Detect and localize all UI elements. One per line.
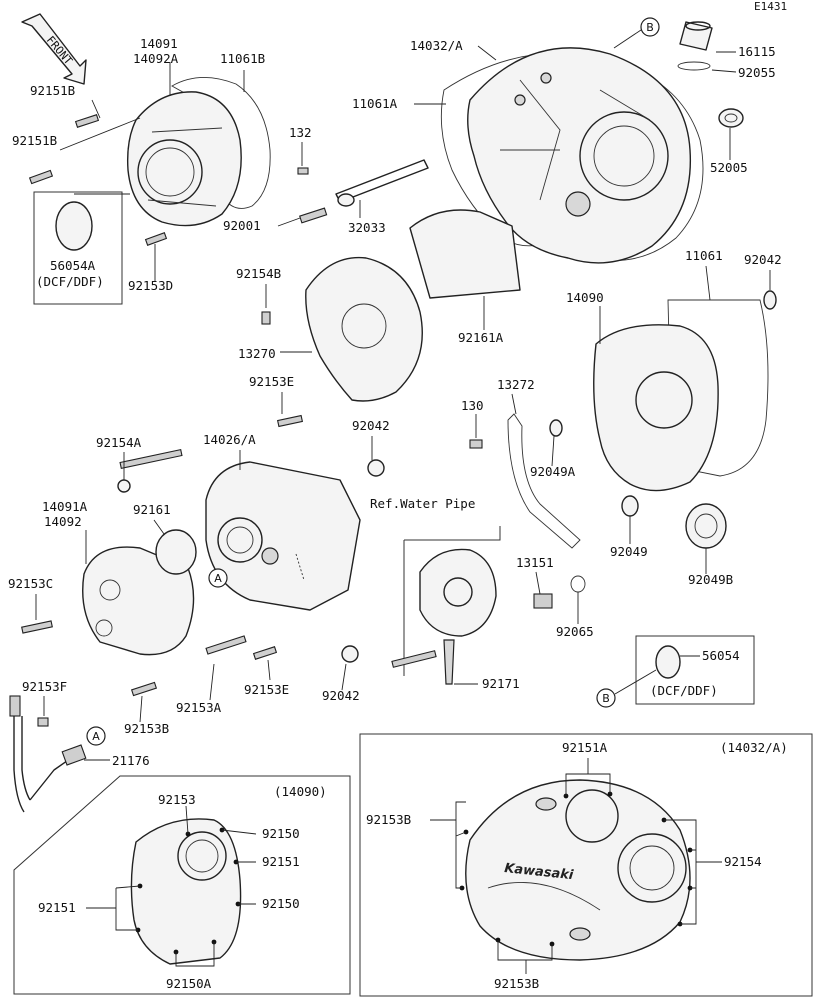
label-14091: 14091 <box>140 36 178 51</box>
label-92153E-upper: 92153E <box>249 374 294 389</box>
inset-label-92153B-bottom: 92153B <box>494 976 539 991</box>
label-56054A-variant: (DCF/DDF) <box>36 274 104 289</box>
inset-label-92150-upper: 92150 <box>262 826 300 841</box>
label-56054A: 56054A <box>50 258 96 273</box>
kawasaki-logo: Kawasaki <box>504 861 575 883</box>
label-92154A: 92154A <box>96 435 142 450</box>
label-56054: 56054 <box>702 648 740 663</box>
label-92042-center: 92042 <box>352 418 390 433</box>
part-92161A-pad <box>409 209 521 299</box>
label-14092A: 14092A <box>133 51 179 66</box>
label-92153E-lower: 92153E <box>244 682 289 697</box>
inset-14090 <box>13 775 351 995</box>
alternator-cover-group <box>28 77 271 305</box>
label-92049A: 92049A <box>530 464 576 479</box>
inset-label-92150-lower: 92150 <box>262 896 300 911</box>
callout-B-top: B <box>613 17 660 49</box>
label-92153C: 92153C <box>8 576 53 591</box>
label-92153A: 92153A <box>176 700 222 715</box>
inset-14032A-title: (14032/A) <box>720 740 788 755</box>
clutch-cover-group <box>440 21 744 264</box>
svg-text:B: B <box>602 692 610 705</box>
inset-14032A: Kawasaki <box>359 733 813 997</box>
sprocket-cover-group <box>21 414 385 697</box>
label-92055: 92055 <box>738 65 776 80</box>
label-11061B: 11061B <box>220 51 265 66</box>
callout-A-center: A <box>208 568 228 588</box>
label-92171: 92171 <box>482 676 520 691</box>
label-132: 132 <box>289 125 312 140</box>
label-14032A: 14032/A <box>410 38 463 53</box>
inset-label-92151-right: 92151 <box>262 854 300 869</box>
label-92049B: 92049B <box>688 572 733 587</box>
label-92151B-lower: 92151B <box>12 133 57 148</box>
diagram-code: E1431 <box>754 0 787 13</box>
speed-sensor-group: A <box>9 695 106 813</box>
label-14090: 14090 <box>566 290 604 305</box>
label-14092: 14092 <box>44 514 82 529</box>
part-13151-switch <box>533 593 553 609</box>
inset-label-92151-left: 92151 <box>38 900 76 915</box>
inset-label-92151A: 92151A <box>562 740 608 755</box>
label-16115: 16115 <box>738 44 776 59</box>
label-21176: 21176 <box>112 753 150 768</box>
inset-label-92153: 92153 <box>158 792 196 807</box>
water-pump-cover-group <box>391 526 501 685</box>
inset-label-92150A: 92150A <box>166 976 212 991</box>
label-ref-water-pipe: Ref.Water Pipe <box>370 496 475 511</box>
label-14091A: 14091A <box>42 499 88 514</box>
inset-14090-title: (14090) <box>274 784 327 799</box>
label-92161: 92161 <box>133 502 171 517</box>
label-92153F: 92153F <box>22 679 67 694</box>
label-13151: 13151 <box>516 555 554 570</box>
label-13270: 13270 <box>238 346 276 361</box>
svg-text:B: B <box>646 21 654 34</box>
cap-56054-box: B <box>596 635 755 708</box>
shaft-and-bolt-group <box>297 159 429 224</box>
label-92153D: 92153D <box>128 278 173 293</box>
label-92049: 92049 <box>610 544 648 559</box>
label-92042-bottom: 92042 <box>322 688 360 703</box>
svg-text:A: A <box>92 730 100 743</box>
label-52005: 52005 <box>710 160 748 175</box>
label-14026A: 14026/A <box>203 432 256 447</box>
label-92154B: 92154B <box>236 266 281 281</box>
label-92151B-upper: 92151B <box>30 83 75 98</box>
front-direction-arrow: FRONT <box>21 13 87 85</box>
label-13272: 13272 <box>497 377 535 392</box>
label-56054-variant: (DCF/DDF) <box>650 683 718 698</box>
label-92001: 92001 <box>223 218 261 233</box>
label-92065: 92065 <box>556 624 594 639</box>
label-11061A: 11061A <box>352 96 398 111</box>
svg-text:A: A <box>214 572 222 585</box>
label-92042-right: 92042 <box>744 252 782 267</box>
label-92153B-left: 92153B <box>124 721 169 736</box>
pulsing-cover-group <box>469 290 777 593</box>
label-92161A: 92161A <box>458 330 504 345</box>
label-32033: 32033 <box>348 220 386 235</box>
part-13270-plate <box>261 256 423 402</box>
label-130: 130 <box>461 398 484 413</box>
inset-label-92154: 92154 <box>724 854 762 869</box>
inset-label-92153B-left: 92153B <box>366 812 411 827</box>
label-11061: 11061 <box>685 248 723 263</box>
